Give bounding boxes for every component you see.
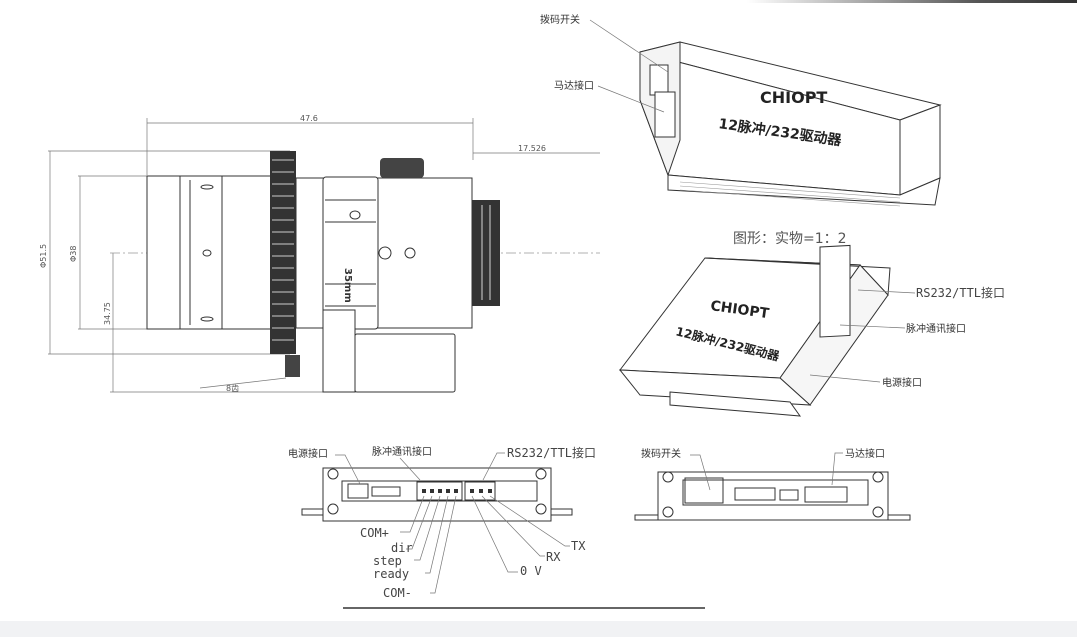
label-power-left: 电源接口 (288, 447, 328, 460)
focal-marking: 35mm (342, 268, 353, 303)
dim-height: 34.75 (103, 302, 112, 325)
dim-diameter: Φ38 (69, 246, 78, 262)
gear-label: 8齿 (226, 384, 239, 393)
dim-back: 17.526 (518, 144, 546, 153)
label-rs232-left: RS232/TTL接口 (507, 445, 596, 460)
pin-ready: ready (373, 567, 409, 581)
label-rs232: RS232/TTL接口 (916, 285, 1005, 300)
front-panel-left: 电源接口 脉冲通讯接口 RS232/TTL接口 COM+ dir step re… (288, 445, 705, 609)
driver-brand: CHIOPT (760, 88, 827, 107)
pin-com-minus: COM- (383, 586, 412, 600)
label-motor-port-right: 马达接口 (845, 447, 885, 460)
lens-side-view: 47.6 17.526 Φ51.5 Φ38 34.75 (39, 114, 600, 393)
dim-length: 47.6 (300, 114, 318, 123)
label-motor-port: 马达接口 (554, 79, 594, 92)
label-power: 电源接口 (882, 376, 922, 389)
front-panel-right: 拨码开关 马达接口 (634, 447, 911, 521)
driver-isometric-top: CHIOPT 12脉冲/232驱动器 拨码开关 马达接口 (540, 13, 942, 207)
dim-outer-diameter: Φ51.5 (39, 244, 48, 268)
pin-dir: dir (391, 541, 413, 555)
pin-rx: RX (546, 550, 561, 564)
bottom-strip (0, 621, 1077, 637)
scale-caption: 图形：实物=1：2 (733, 231, 847, 247)
driver-isometric-bottom: CHIOPT 12脉冲/232驱动器 RS232/TTL接口 脉冲通讯接口 电源… (618, 244, 1005, 417)
pin-com-plus: COM+ (360, 526, 389, 540)
pin-tx: TX (571, 539, 586, 553)
label-dip-switch-right: 拨码开关 (641, 447, 681, 460)
top-border-accent (747, 0, 1077, 3)
pin-step: step (373, 554, 402, 568)
label-pulse-left: 脉冲通讯接口 (372, 445, 432, 458)
label-pulse: 脉冲通讯接口 (906, 322, 966, 335)
pin-0v: 0 V (520, 564, 542, 578)
label-dip-switch: 拨码开关 (540, 13, 580, 26)
